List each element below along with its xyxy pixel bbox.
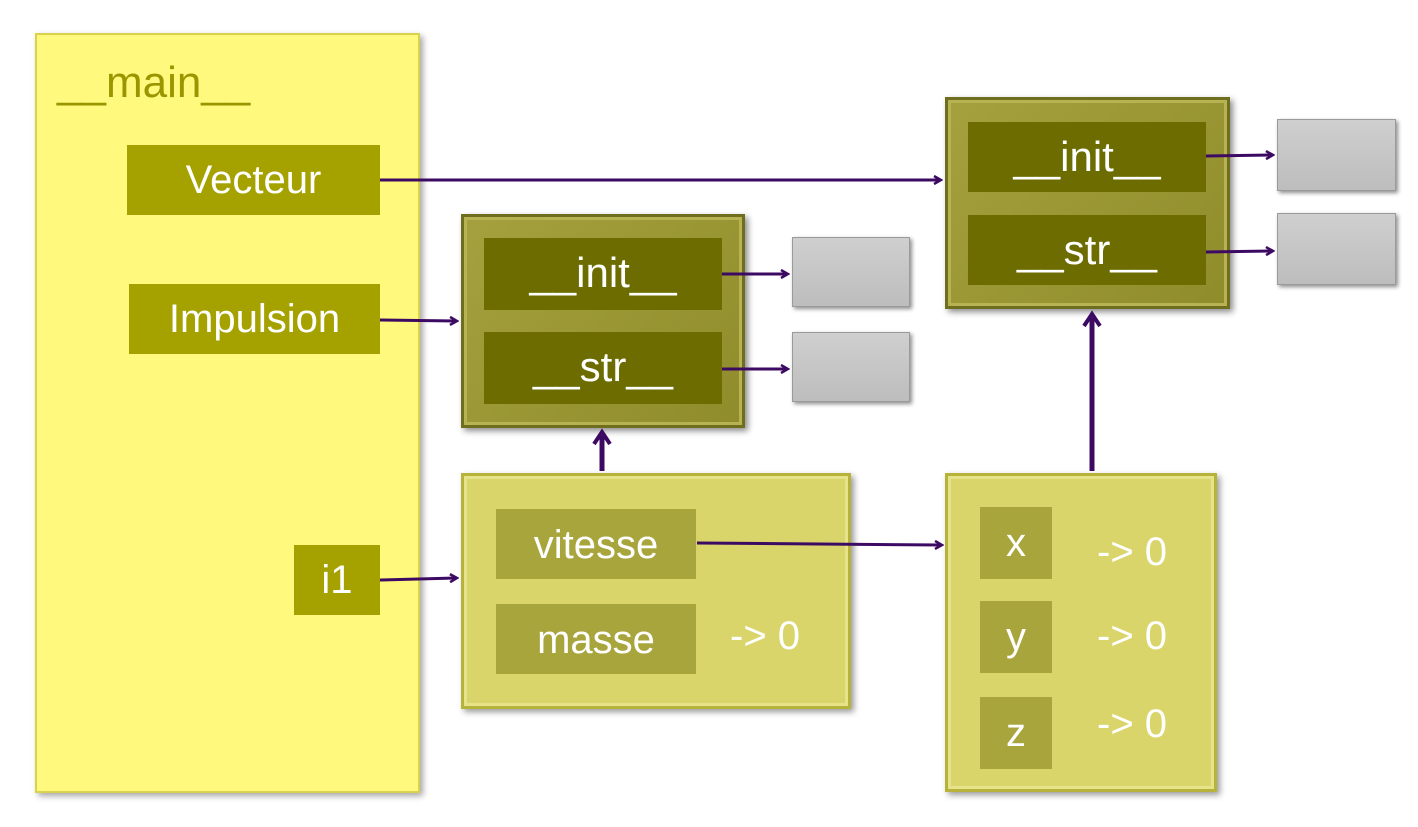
arrow-impulsion-to-class [379,320,456,321]
arrow-i1-to-instance [379,578,456,580]
attr-y: y [980,601,1052,673]
var-impulsion: Impulsion [129,284,380,354]
vecteur-init-method: __init__ [968,122,1206,192]
impulsion-str-method: __str__ [484,332,722,404]
impulsion-init-function [792,237,910,307]
arrow-vitesse-to-vecteur-instance [696,543,941,545]
vecteur-str-method: __str__ [968,215,1206,285]
attr-masse: masse [496,604,696,674]
main-title: __main__ [57,58,251,107]
attr-x: x [980,507,1052,579]
z-value: -> 0 [1097,702,1168,746]
var-i1: i1 [294,545,380,615]
arrow-vecteur-init-to-function [1205,155,1272,156]
masse-value: -> 0 [730,614,801,658]
vecteur-init-function [1277,119,1396,191]
impulsion-init-method: __init__ [484,238,722,310]
attr-vitesse: vitesse [496,509,696,579]
impulsion-str-function [792,332,910,402]
attr-z: z [980,697,1052,769]
arrow-vecteur-str-to-function [1205,251,1272,252]
var-vecteur: Vecteur [127,145,380,215]
x-value: -> 0 [1097,530,1168,574]
y-value: -> 0 [1097,614,1168,658]
vecteur-str-function [1277,213,1396,285]
